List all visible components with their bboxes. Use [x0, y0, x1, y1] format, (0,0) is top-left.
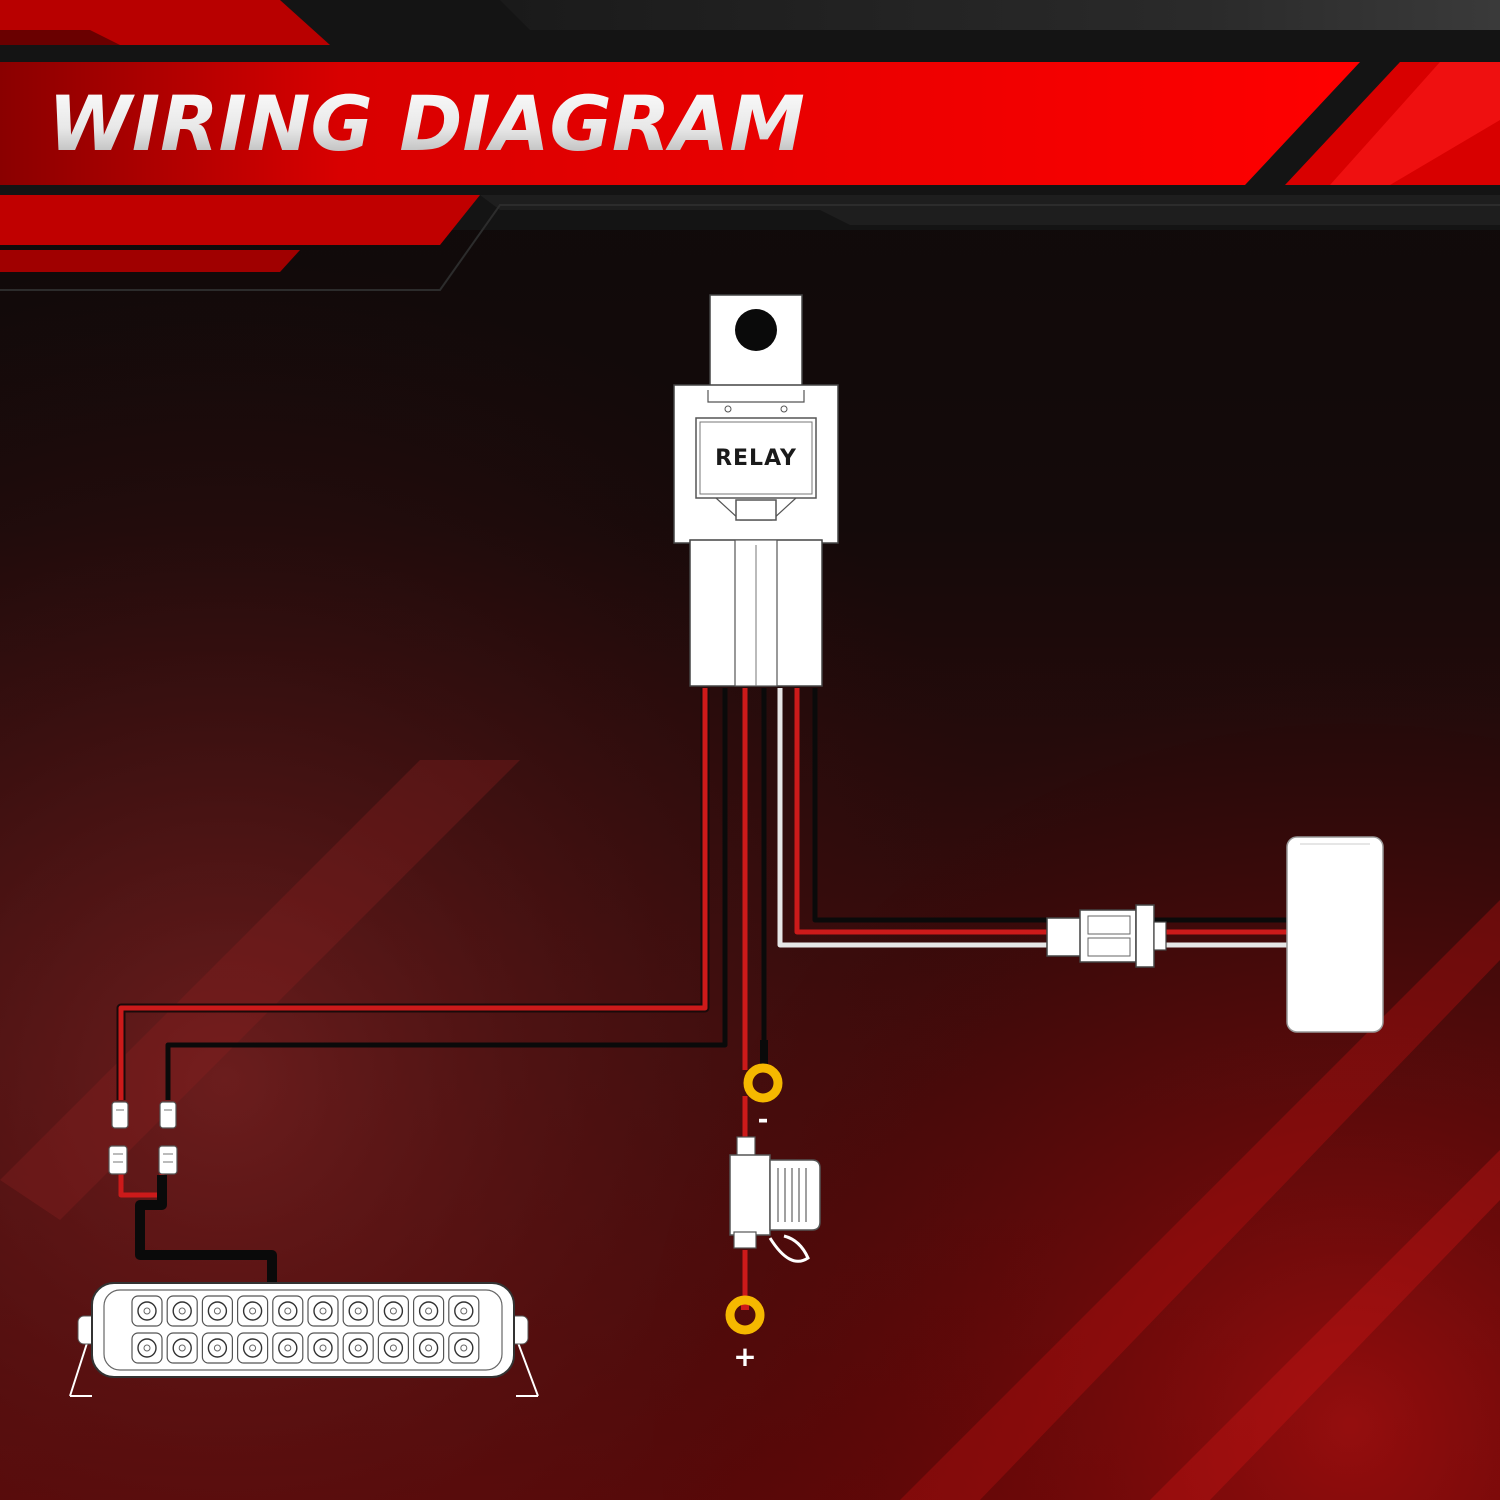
led-chip: [213, 1307, 221, 1315]
led-chip: [178, 1344, 186, 1352]
led-lens: [172, 1338, 192, 1358]
led-chip: [460, 1307, 468, 1315]
led-lens: [313, 1301, 333, 1321]
led-chip: [389, 1307, 397, 1315]
led-chip: [284, 1344, 292, 1352]
led-lens: [207, 1338, 228, 1358]
wire-lightbar-black: [165, 688, 728, 1100]
led-lens: [242, 1338, 263, 1358]
background-light-streaks: [0, 760, 1500, 1500]
led-lens: [348, 1301, 368, 1321]
led-lens: [313, 1338, 333, 1358]
led-chip: [284, 1307, 292, 1315]
battery-negative-terminal: [743, 1040, 783, 1103]
led-chip: [425, 1307, 433, 1315]
battery-positive-terminal: [725, 1295, 765, 1335]
led-lens: [137, 1301, 157, 1321]
led-lens: [348, 1338, 368, 1358]
relay-label: RELAY: [715, 446, 797, 471]
led-chip: [143, 1344, 151, 1352]
battery-negative-label: -: [758, 1105, 769, 1135]
led-lens: [383, 1301, 404, 1321]
lightbar-connector-black: [158, 1101, 178, 1175]
led-chip: [354, 1344, 362, 1352]
rocker-switch: [1286, 836, 1384, 1033]
wires: [116, 688, 1290, 1300]
led-lens: [207, 1301, 228, 1321]
led-lens: [278, 1338, 298, 1358]
relay-mount-hole: [735, 309, 777, 351]
led-lens: [172, 1301, 192, 1321]
led-chip: [460, 1344, 468, 1352]
led-lens: [383, 1338, 404, 1358]
led-chip: [319, 1307, 327, 1315]
led-chip: [354, 1307, 362, 1315]
fuse-holder: [729, 1136, 821, 1263]
led-chip: [143, 1307, 151, 1315]
page-title: WIRING DIAGRAM: [48, 79, 805, 168]
lightbar-connector-red: [108, 1101, 129, 1175]
battery-positive-label: +: [733, 1340, 756, 1373]
relay: [673, 294, 839, 687]
led-chip: [249, 1344, 257, 1352]
led-chip: [319, 1344, 327, 1352]
led-lens: [418, 1301, 439, 1321]
led-chip: [249, 1307, 257, 1315]
led-lens: [418, 1338, 439, 1358]
led-chip: [178, 1307, 186, 1315]
switch-connector: [1046, 904, 1167, 968]
led-chip: [425, 1344, 433, 1352]
led-chip: [389, 1344, 397, 1352]
led-lens: [242, 1301, 263, 1321]
led-lens: [454, 1301, 474, 1321]
header-banner: [0, 0, 1500, 291]
led-light-bar: [69, 1282, 539, 1397]
led-chip: [213, 1344, 221, 1352]
led-lens: [454, 1338, 474, 1358]
led-grid: [131, 1295, 480, 1364]
led-lens: [137, 1338, 157, 1358]
led-lens: [278, 1301, 298, 1321]
title-banner: [0, 62, 1360, 185]
